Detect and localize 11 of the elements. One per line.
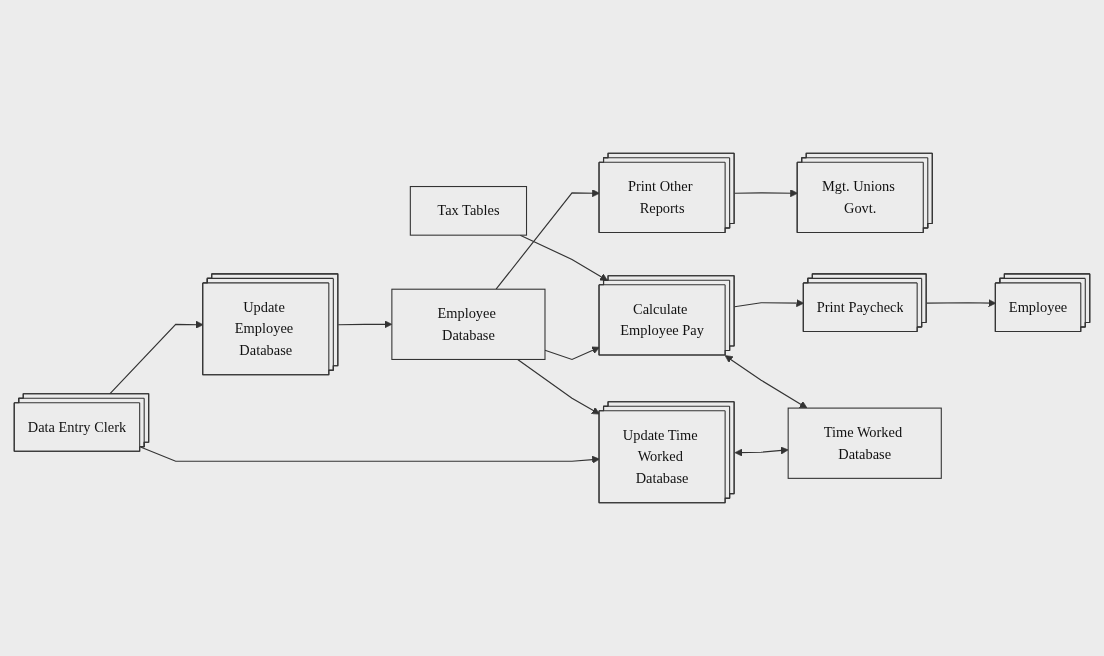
arrow — [734, 299, 805, 308]
arrow — [734, 446, 789, 457]
arrow — [495, 189, 600, 290]
arrow — [734, 189, 798, 198]
arrow — [517, 358, 600, 415]
arrow — [544, 346, 600, 361]
arrow — [724, 355, 808, 409]
arrow — [926, 299, 997, 308]
node-box: Time Worked Database — [787, 407, 942, 479]
node-box: Employee Database — [391, 288, 546, 361]
node-box: Tax Tables — [409, 186, 528, 236]
